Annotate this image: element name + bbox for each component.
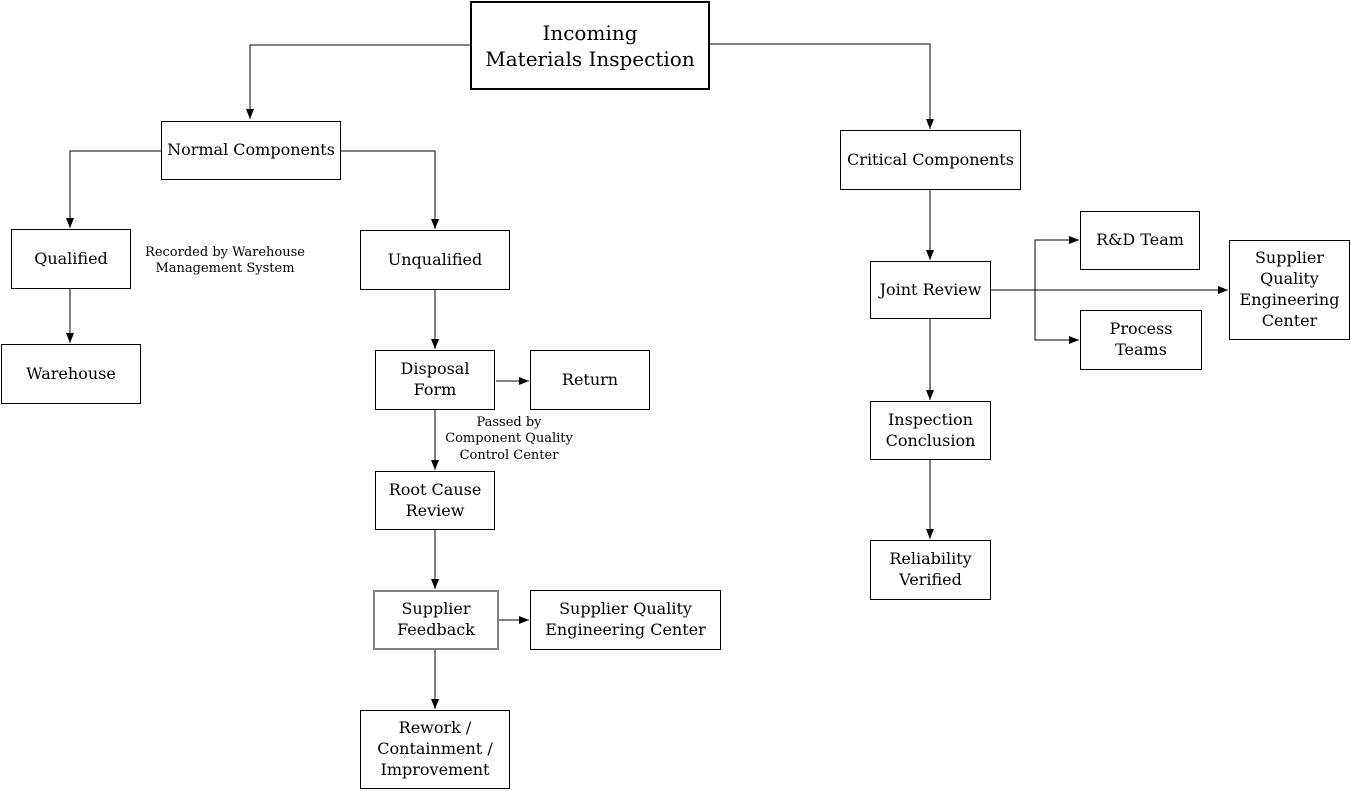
node-supplier-feedback: Supplier Feedback <box>373 590 499 650</box>
node-supplier-quality-engineering-center-2: Supplier Quality Engineering Center <box>1229 240 1350 340</box>
node-root-cause-review: Root Cause Review <box>375 471 495 530</box>
node-rework-containment-improvement: Rework / Containment / Improvement <box>360 710 510 789</box>
node-qualified: Qualified <box>11 229 131 289</box>
node-warehouse: Warehouse <box>1 344 141 404</box>
node-rd-team: R&D Team <box>1080 211 1200 270</box>
edge-jointreview-to-processteams <box>1034 290 1079 344</box>
annotation-recorded-by-warehouse: Recorded by Warehouse Management System <box>145 245 305 277</box>
node-disposal-form: Disposal Form <box>375 350 495 410</box>
edge-incoming-to-critical <box>710 43 934 129</box>
annotation-passed-by-cqcc: Passed by Component Quality Control Cent… <box>445 415 573 463</box>
node-incoming-materials-inspection: Incoming Materials Inspection <box>470 1 710 90</box>
node-reliability-verified: Reliability Verified <box>870 540 991 600</box>
edge-incoming-to-normal <box>246 44 470 119</box>
node-normal-components: Normal Components <box>161 121 341 180</box>
node-return: Return <box>530 350 650 410</box>
edge-jointreview-to-rdteam <box>1034 236 1079 290</box>
edge-normal-to-unqualified <box>341 150 439 229</box>
node-inspection-conclusion: Inspection Conclusion <box>870 401 991 460</box>
node-joint-review: Joint Review <box>870 261 991 319</box>
edge-normal-to-qualified <box>66 150 161 228</box>
node-supplier-quality-engineering-center: Supplier Quality Engineering Center <box>530 590 721 650</box>
node-critical-components: Critical Components <box>840 130 1021 190</box>
node-process-teams: Process Teams <box>1080 310 1202 370</box>
node-unqualified: Unqualified <box>360 230 510 290</box>
